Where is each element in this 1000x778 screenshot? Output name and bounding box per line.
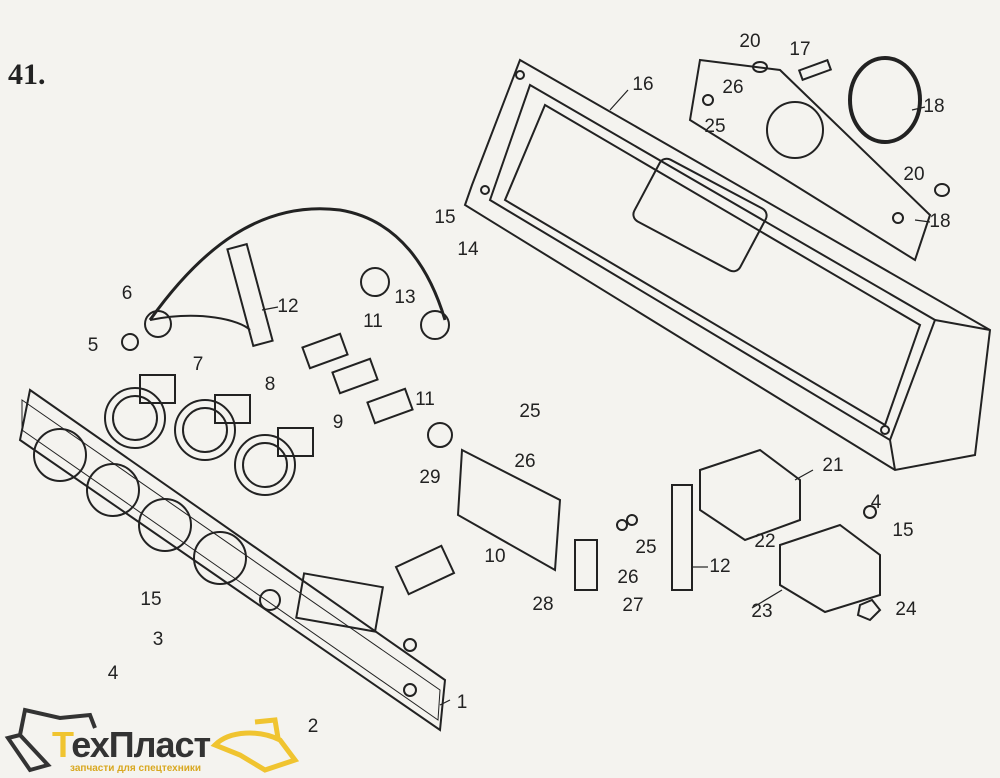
switch-block xyxy=(456,448,562,572)
figure-number: 41. xyxy=(8,58,46,91)
bolt xyxy=(797,58,833,82)
callout: 10 xyxy=(484,546,506,567)
callout: 21 xyxy=(822,455,844,476)
callout: 9 xyxy=(332,412,344,433)
callout: 26 xyxy=(514,451,536,472)
callout: 3 xyxy=(152,629,164,650)
callout: 14 xyxy=(457,239,479,260)
callout: 24 xyxy=(895,599,917,620)
callout: 26 xyxy=(617,567,639,588)
relay-units xyxy=(699,448,881,614)
callout: 26 xyxy=(722,77,744,98)
callout: 6 xyxy=(121,283,133,304)
callout: 5 xyxy=(87,335,99,356)
callout: 12 xyxy=(709,556,731,577)
logo: ТехПласт запчасти для спецтехники xyxy=(0,700,320,778)
front-panel xyxy=(18,388,447,732)
wiring-harness xyxy=(148,207,447,321)
callout: 22 xyxy=(754,531,776,552)
callout: 17 xyxy=(789,39,811,60)
callout: 15 xyxy=(140,589,162,610)
callout: 1 xyxy=(456,692,468,713)
callout: 25 xyxy=(519,401,541,422)
callout: 28 xyxy=(532,594,554,615)
callout: 16 xyxy=(632,74,654,95)
callout: 29 xyxy=(419,467,441,488)
callout: 7 xyxy=(192,354,204,375)
bar-12 xyxy=(671,484,693,591)
callout: 12 xyxy=(277,296,299,317)
logo-name-rest: ехПласт xyxy=(71,724,211,765)
callout: 18 xyxy=(929,211,951,232)
gauges xyxy=(104,374,314,496)
resistor-27 xyxy=(574,539,598,591)
callout: 15 xyxy=(892,520,914,541)
washer xyxy=(934,183,950,197)
logo-name-first: Т xyxy=(52,724,72,765)
callout: 4 xyxy=(107,663,119,684)
callout: 11 xyxy=(363,311,383,332)
callout: 2 xyxy=(307,716,319,737)
washer xyxy=(752,61,768,73)
callout: 8 xyxy=(264,374,276,395)
callout: 4 xyxy=(870,492,882,513)
callout: 15 xyxy=(434,207,456,228)
callout: 13 xyxy=(394,287,416,308)
callout: 20 xyxy=(739,31,761,52)
excavator-icon xyxy=(4,707,300,773)
seal-ring xyxy=(848,56,922,144)
logo-tagline: запчасти для спецтехники xyxy=(70,763,202,774)
instrument-housing xyxy=(463,58,992,472)
callout: 20 xyxy=(903,164,925,185)
callout: 27 xyxy=(622,595,644,616)
callout: 25 xyxy=(704,116,726,137)
callout: 23 xyxy=(751,601,773,622)
callout: 11 xyxy=(415,389,435,410)
callout: 18 xyxy=(923,96,945,117)
switch-10 xyxy=(394,544,456,596)
bracket xyxy=(226,242,274,348)
callout: 25 xyxy=(635,537,657,558)
